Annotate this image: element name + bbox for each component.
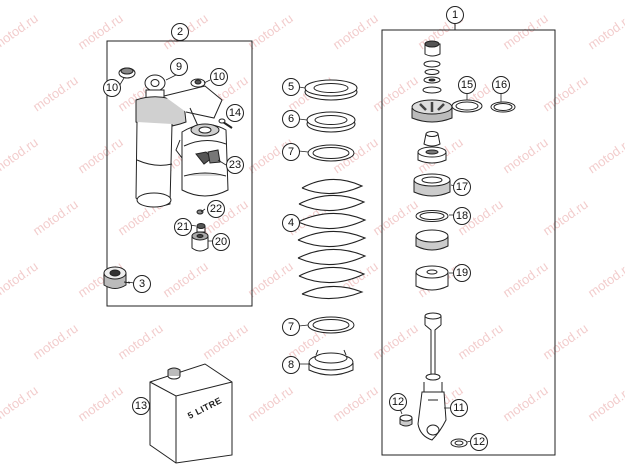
part-19-bumper <box>415 265 449 291</box>
callout-7-top-number: 7 <box>287 146 295 158</box>
part-6-seat <box>306 111 356 133</box>
callout-8: 8 <box>282 356 300 374</box>
shock-body <box>135 74 229 208</box>
part-22-ball <box>196 209 204 215</box>
part-20-cap <box>191 231 209 252</box>
callout-9: 9 <box>170 58 188 76</box>
part-11-clevis <box>417 391 447 441</box>
callout-23-number: 23 <box>228 159 242 171</box>
leader-lines-1 <box>397 93 502 443</box>
part-7-ring-top <box>307 144 355 162</box>
part-7-ring-bottom <box>307 316 355 334</box>
part-9-bushing <box>118 67 136 79</box>
callout-6: 6 <box>282 110 300 128</box>
callout-10-right-number: 10 <box>212 71 226 83</box>
bump-rubber <box>423 131 441 147</box>
callout-12-right: 12 <box>470 433 488 451</box>
callout-9-number: 9 <box>175 61 183 73</box>
callout-15: 15 <box>458 76 476 94</box>
part-10-washer <box>190 78 206 88</box>
callout-2: 2 <box>171 23 189 41</box>
leader-lines-mid <box>298 86 309 365</box>
part-16-ring <box>490 101 516 113</box>
callout-5: 5 <box>282 78 300 96</box>
callout-19-number: 19 <box>455 267 469 279</box>
callout-20-number: 20 <box>214 236 228 248</box>
callout-14: 14 <box>226 104 244 122</box>
callout-20: 20 <box>212 233 230 251</box>
part-15-ring <box>451 99 483 113</box>
part-14-screw <box>218 118 233 129</box>
washer-stack <box>422 60 442 94</box>
callout-21: 21 <box>174 218 192 236</box>
callout-4-number: 4 <box>287 217 295 229</box>
callout-14-number: 14 <box>228 107 242 119</box>
callout-17-number: 17 <box>455 181 469 193</box>
callout-13: 13 <box>132 397 150 415</box>
callout-22-number: 22 <box>209 203 223 215</box>
callout-22: 22 <box>207 200 225 218</box>
callout-12-left: 12 <box>389 393 407 411</box>
callout-7-bottom-number: 7 <box>287 321 295 333</box>
callout-17: 17 <box>453 178 471 196</box>
part-18-ring <box>415 210 449 222</box>
cup <box>415 229 449 251</box>
callout-10-left: 10 <box>103 79 121 97</box>
callout-3-number: 3 <box>138 278 146 290</box>
seal-head <box>417 146 447 164</box>
callout-11-number: 11 <box>453 402 465 414</box>
callout-19: 19 <box>453 264 471 282</box>
callout-18-number: 18 <box>455 210 469 222</box>
part-3-bearing <box>103 266 131 289</box>
piston <box>411 99 453 123</box>
part-5-seat <box>304 79 358 101</box>
part-21-valve <box>196 223 206 233</box>
callout-10-left-number: 10 <box>105 82 119 94</box>
part-12-washer-left <box>399 414 413 427</box>
part-13-oil-can <box>149 363 233 464</box>
callout-16: 16 <box>492 76 510 94</box>
callout-12-right-number: 12 <box>472 436 486 448</box>
callout-6-number: 6 <box>287 113 295 125</box>
part-4-spring <box>297 178 367 300</box>
callout-11: 11 <box>450 399 468 417</box>
top-nut <box>424 40 441 57</box>
assembly-1-frame <box>381 29 556 456</box>
callout-1-number: 1 <box>451 9 459 21</box>
callout-23: 23 <box>226 156 244 174</box>
part-17-bushing <box>413 173 451 197</box>
part-8-collar <box>308 349 354 376</box>
callout-12-left-number: 12 <box>391 396 405 408</box>
callout-1: 1 <box>446 6 464 24</box>
callout-4: 4 <box>282 214 300 232</box>
callout-3: 3 <box>133 275 151 293</box>
callout-8-number: 8 <box>287 359 295 371</box>
callout-2-number: 2 <box>176 26 184 38</box>
callout-15-number: 15 <box>460 79 474 91</box>
callout-21-number: 21 <box>176 221 190 233</box>
part-12-washer-right <box>450 438 468 448</box>
callout-18: 18 <box>453 207 471 225</box>
callout-10-right: 10 <box>210 68 228 86</box>
callout-7-top: 7 <box>282 143 300 161</box>
callout-5-number: 5 <box>287 81 295 93</box>
piston-rod <box>423 312 443 393</box>
callout-13-number: 13 <box>134 400 148 412</box>
callout-7-bottom: 7 <box>282 318 300 336</box>
callout-16-number: 16 <box>494 79 508 91</box>
